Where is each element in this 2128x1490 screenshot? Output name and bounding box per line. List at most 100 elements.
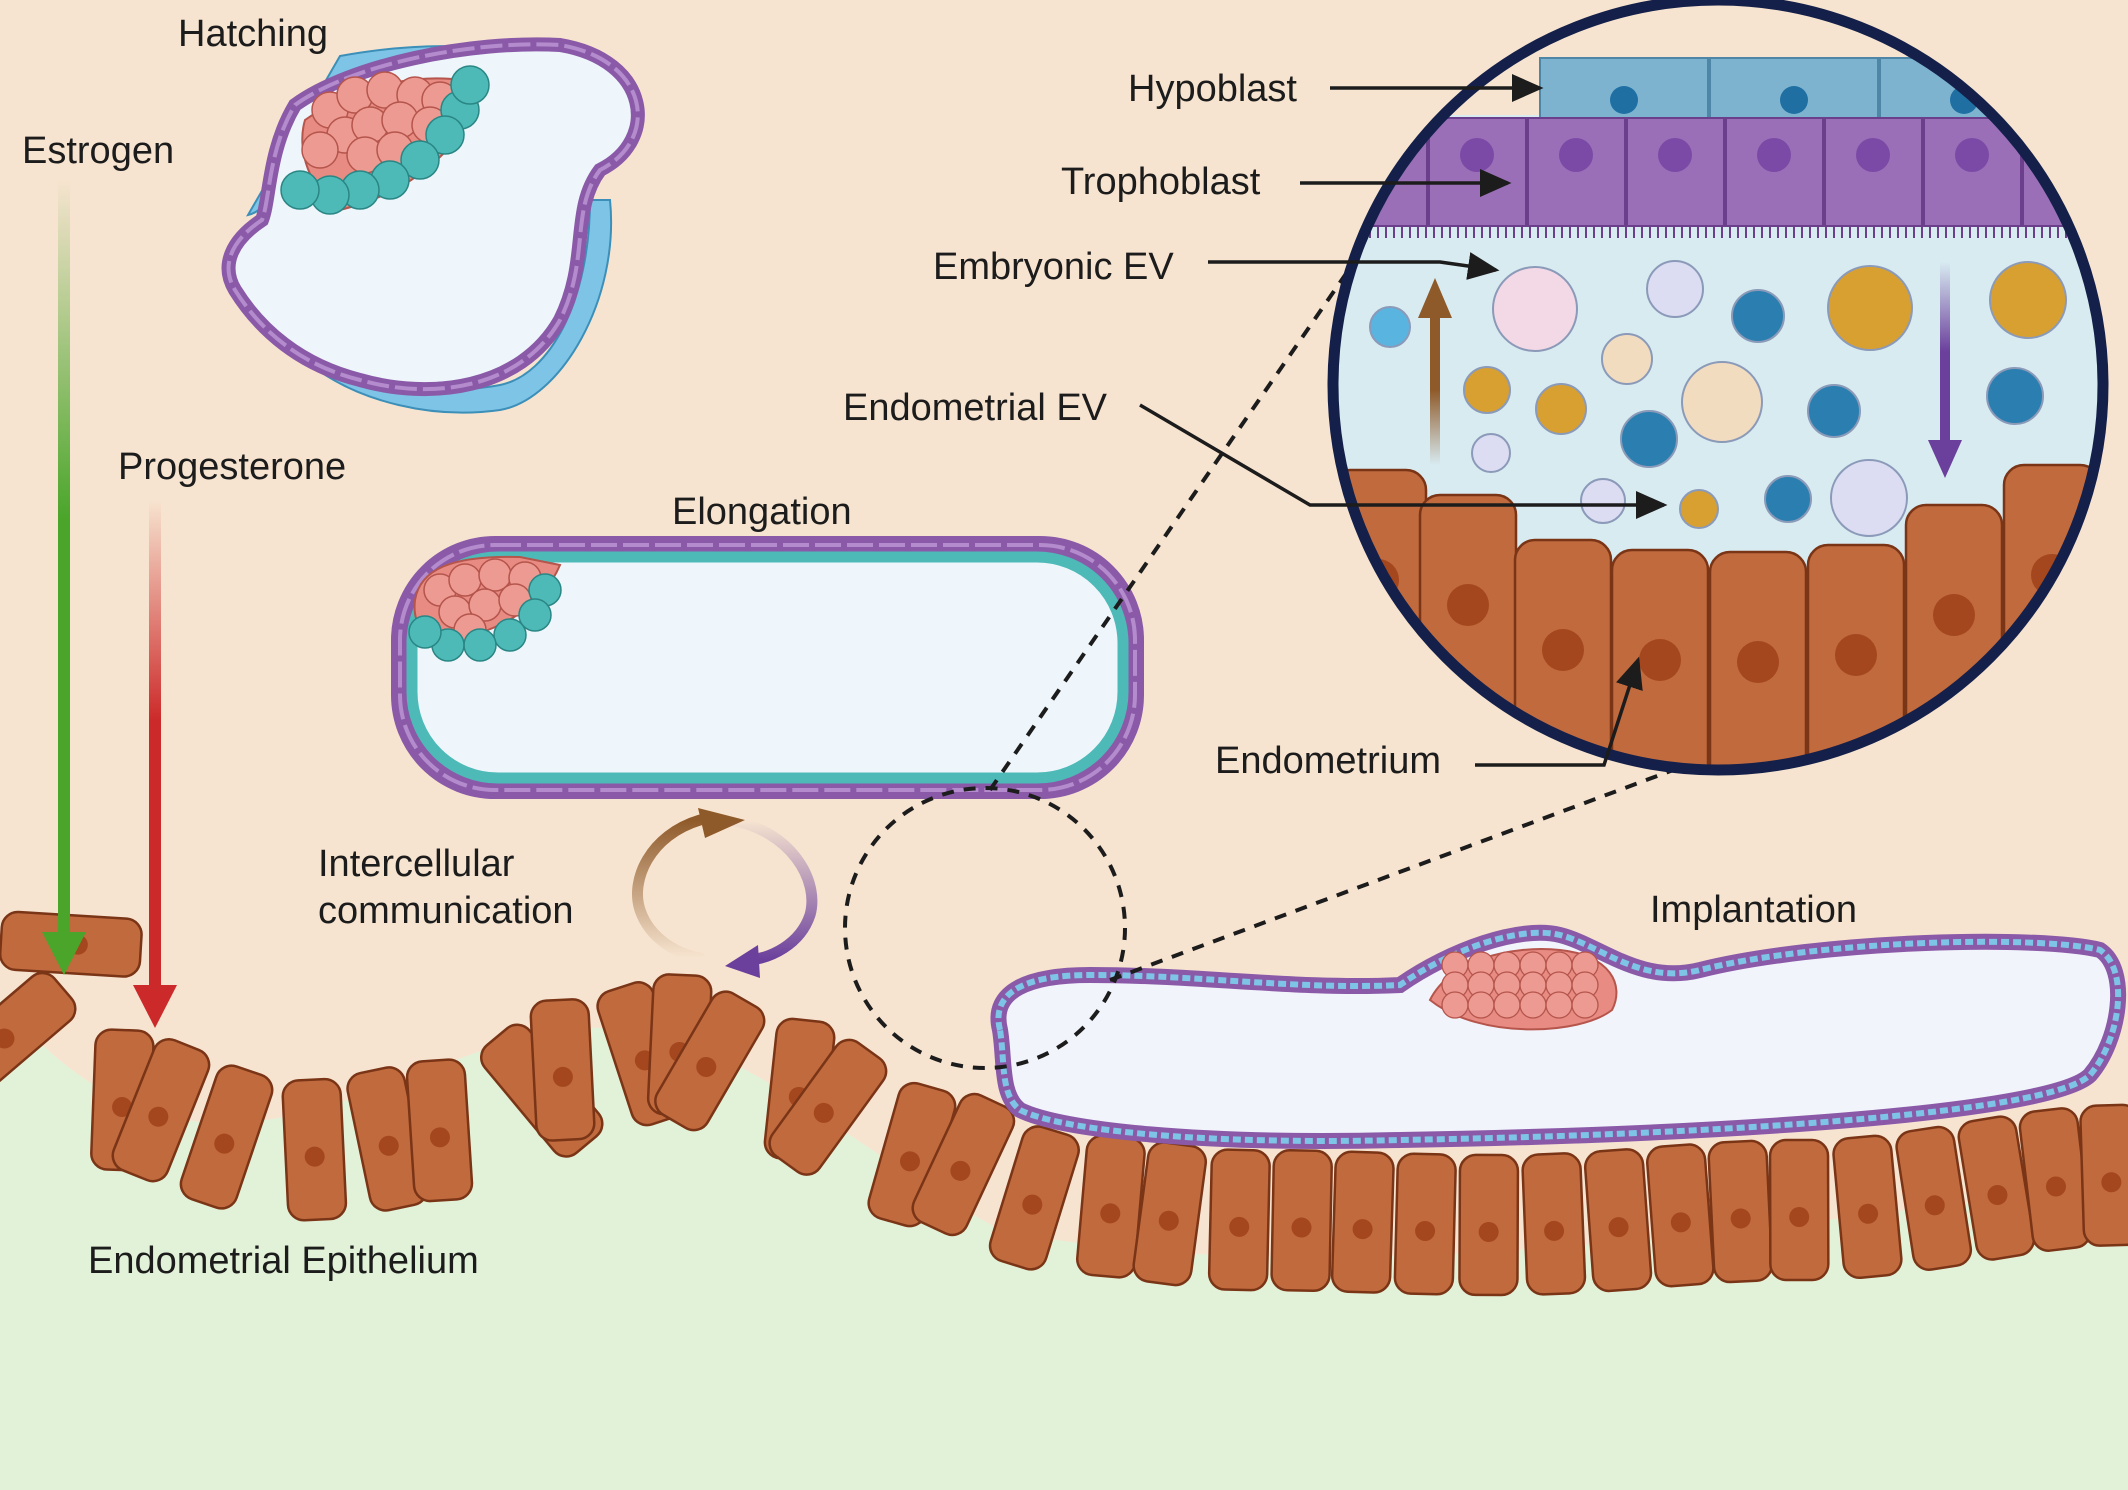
- cell-nucleus: [1658, 138, 1692, 172]
- cell-nucleus: [1352, 1219, 1373, 1240]
- inner-cell-mass: [408, 558, 562, 662]
- icm-cell: [1467, 991, 1495, 1019]
- epithelial-cell: [911, 1092, 1016, 1237]
- label-endometrium: Endometrium: [1215, 740, 1441, 782]
- trophoblast-cell: [1824, 117, 1923, 227]
- epithelial-cell: [1768, 1138, 1830, 1282]
- vesicle: [1764, 475, 1812, 523]
- cell-nucleus: [1670, 1212, 1691, 1233]
- cell-nucleus: [148, 1106, 169, 1127]
- cell-nucleus: [1858, 1203, 1879, 1224]
- epithelial-cell: [281, 1077, 348, 1222]
- label-intercellular: Intercellular: [318, 843, 515, 885]
- endometrial-epithelium: [0, 910, 2128, 1297]
- endometrium-cell: [2002, 463, 2102, 770]
- vesicle: [1471, 433, 1511, 473]
- icm-cell: [1519, 991, 1547, 1019]
- cell-nucleus: [1987, 1184, 2008, 1205]
- epithelial-cell: [2018, 1107, 2092, 1252]
- cycle-arrows-icon: [632, 808, 818, 978]
- epithelial-cell: [1957, 1115, 2036, 1261]
- cell-nucleus: [2101, 1172, 2122, 1193]
- teal-cell: [280, 170, 320, 210]
- magnified-inset: [1327, 0, 2109, 776]
- label-elongation: Elongation: [672, 491, 852, 533]
- vesicle: [1620, 410, 1678, 468]
- endometrial-ev-leader: [1139, 403, 1668, 519]
- cell-nucleus: [950, 1160, 971, 1181]
- vesicle: [1369, 306, 1411, 348]
- epithelial-cell: [1458, 1153, 1520, 1297]
- cell-nucleus: [1737, 641, 1779, 683]
- cell-nucleus: [214, 1133, 235, 1154]
- epithelial-cell: [1832, 1134, 1903, 1280]
- cell-nucleus: [1856, 138, 1890, 172]
- vesicle: [1986, 367, 2044, 425]
- label-trophoblast: Trophoblast: [1061, 161, 1261, 203]
- zoom-guide-line-left: [988, 208, 1392, 792]
- teal-cell: [400, 140, 440, 180]
- cell-nucleus: [552, 1066, 573, 1087]
- cell-nucleus: [1460, 138, 1494, 172]
- hypoblast-layer: [1539, 57, 2103, 123]
- teal-cell: [463, 628, 497, 662]
- epithelial-cell: [768, 1038, 888, 1176]
- cell-nucleus: [813, 1102, 834, 1123]
- cell-nucleus: [1730, 1208, 1751, 1229]
- label-communication: communication: [318, 890, 574, 932]
- cell-nucleus: [1780, 86, 1808, 114]
- inner-cell-mass: [301, 71, 459, 174]
- zoom-guide-line-right: [1109, 758, 1701, 982]
- cell-nucleus: [1022, 1194, 1043, 1215]
- label-progesterone: Progesterone: [118, 446, 346, 488]
- hypoblast-cell: [2049, 57, 2103, 123]
- icm-cell: [1441, 991, 1469, 1019]
- cell-nucleus: [1229, 1216, 1250, 1237]
- embryo-to-endometrium-arrow: [1928, 262, 1962, 478]
- epithelial-cell: [1895, 1125, 1973, 1271]
- endometrium-cell: [1708, 550, 1808, 770]
- cell-nucleus: [2054, 138, 2088, 172]
- label-embryonic-ev: Embryonic EV: [933, 246, 1174, 288]
- icm-cell: [1571, 991, 1599, 1019]
- trophoblast-cell: [1527, 117, 1626, 227]
- label-implantation: Implantation: [1650, 889, 1857, 931]
- epithelial-cell: [1075, 1134, 1146, 1279]
- epithelial-cell: [654, 990, 766, 1132]
- endometrium-cell: [1418, 493, 1518, 770]
- vesicle: [1601, 333, 1653, 385]
- endometrium-cell: [1333, 468, 1428, 770]
- epithelial-cell: [1270, 1149, 1333, 1293]
- vesicle: [1535, 383, 1587, 435]
- label-endometrial-ev: Endometrial EV: [843, 387, 1108, 429]
- cell-nucleus: [1835, 634, 1877, 676]
- vesicle: [1646, 260, 1704, 318]
- cell-nucleus: [1158, 1210, 1179, 1231]
- teal-cell: [425, 115, 465, 155]
- vesicle: [1827, 265, 1913, 351]
- cell-nucleus: [1559, 138, 1593, 172]
- cell-nucleus: [1608, 1217, 1629, 1238]
- epithelial-cell: [1521, 1152, 1587, 1296]
- endometrium-leader: [1475, 656, 1643, 767]
- cell-nucleus: [1757, 138, 1791, 172]
- epithelial-cell: [529, 998, 596, 1142]
- cell-nucleus: [1361, 138, 1395, 172]
- cell-nucleus: [1789, 1207, 1810, 1228]
- estrogen-arrow: [42, 178, 86, 975]
- label-estrogen: Estrogen: [22, 130, 174, 172]
- epithelial-cell: [0, 971, 77, 1097]
- cell-nucleus: [1544, 1220, 1565, 1241]
- vesicle: [1989, 261, 2067, 339]
- cell-nucleus: [899, 1151, 920, 1172]
- cell-nucleus: [1933, 594, 1975, 636]
- cell-nucleus: [1100, 1203, 1121, 1224]
- vesicle: [1681, 361, 1763, 443]
- label-hatching: Hatching: [178, 13, 328, 55]
- cell-nucleus: [1478, 1221, 1499, 1242]
- teal-cell: [518, 598, 552, 632]
- trophoblast-cell: [1428, 117, 1527, 227]
- teal-cell: [493, 618, 527, 652]
- cell-nucleus: [1639, 639, 1681, 681]
